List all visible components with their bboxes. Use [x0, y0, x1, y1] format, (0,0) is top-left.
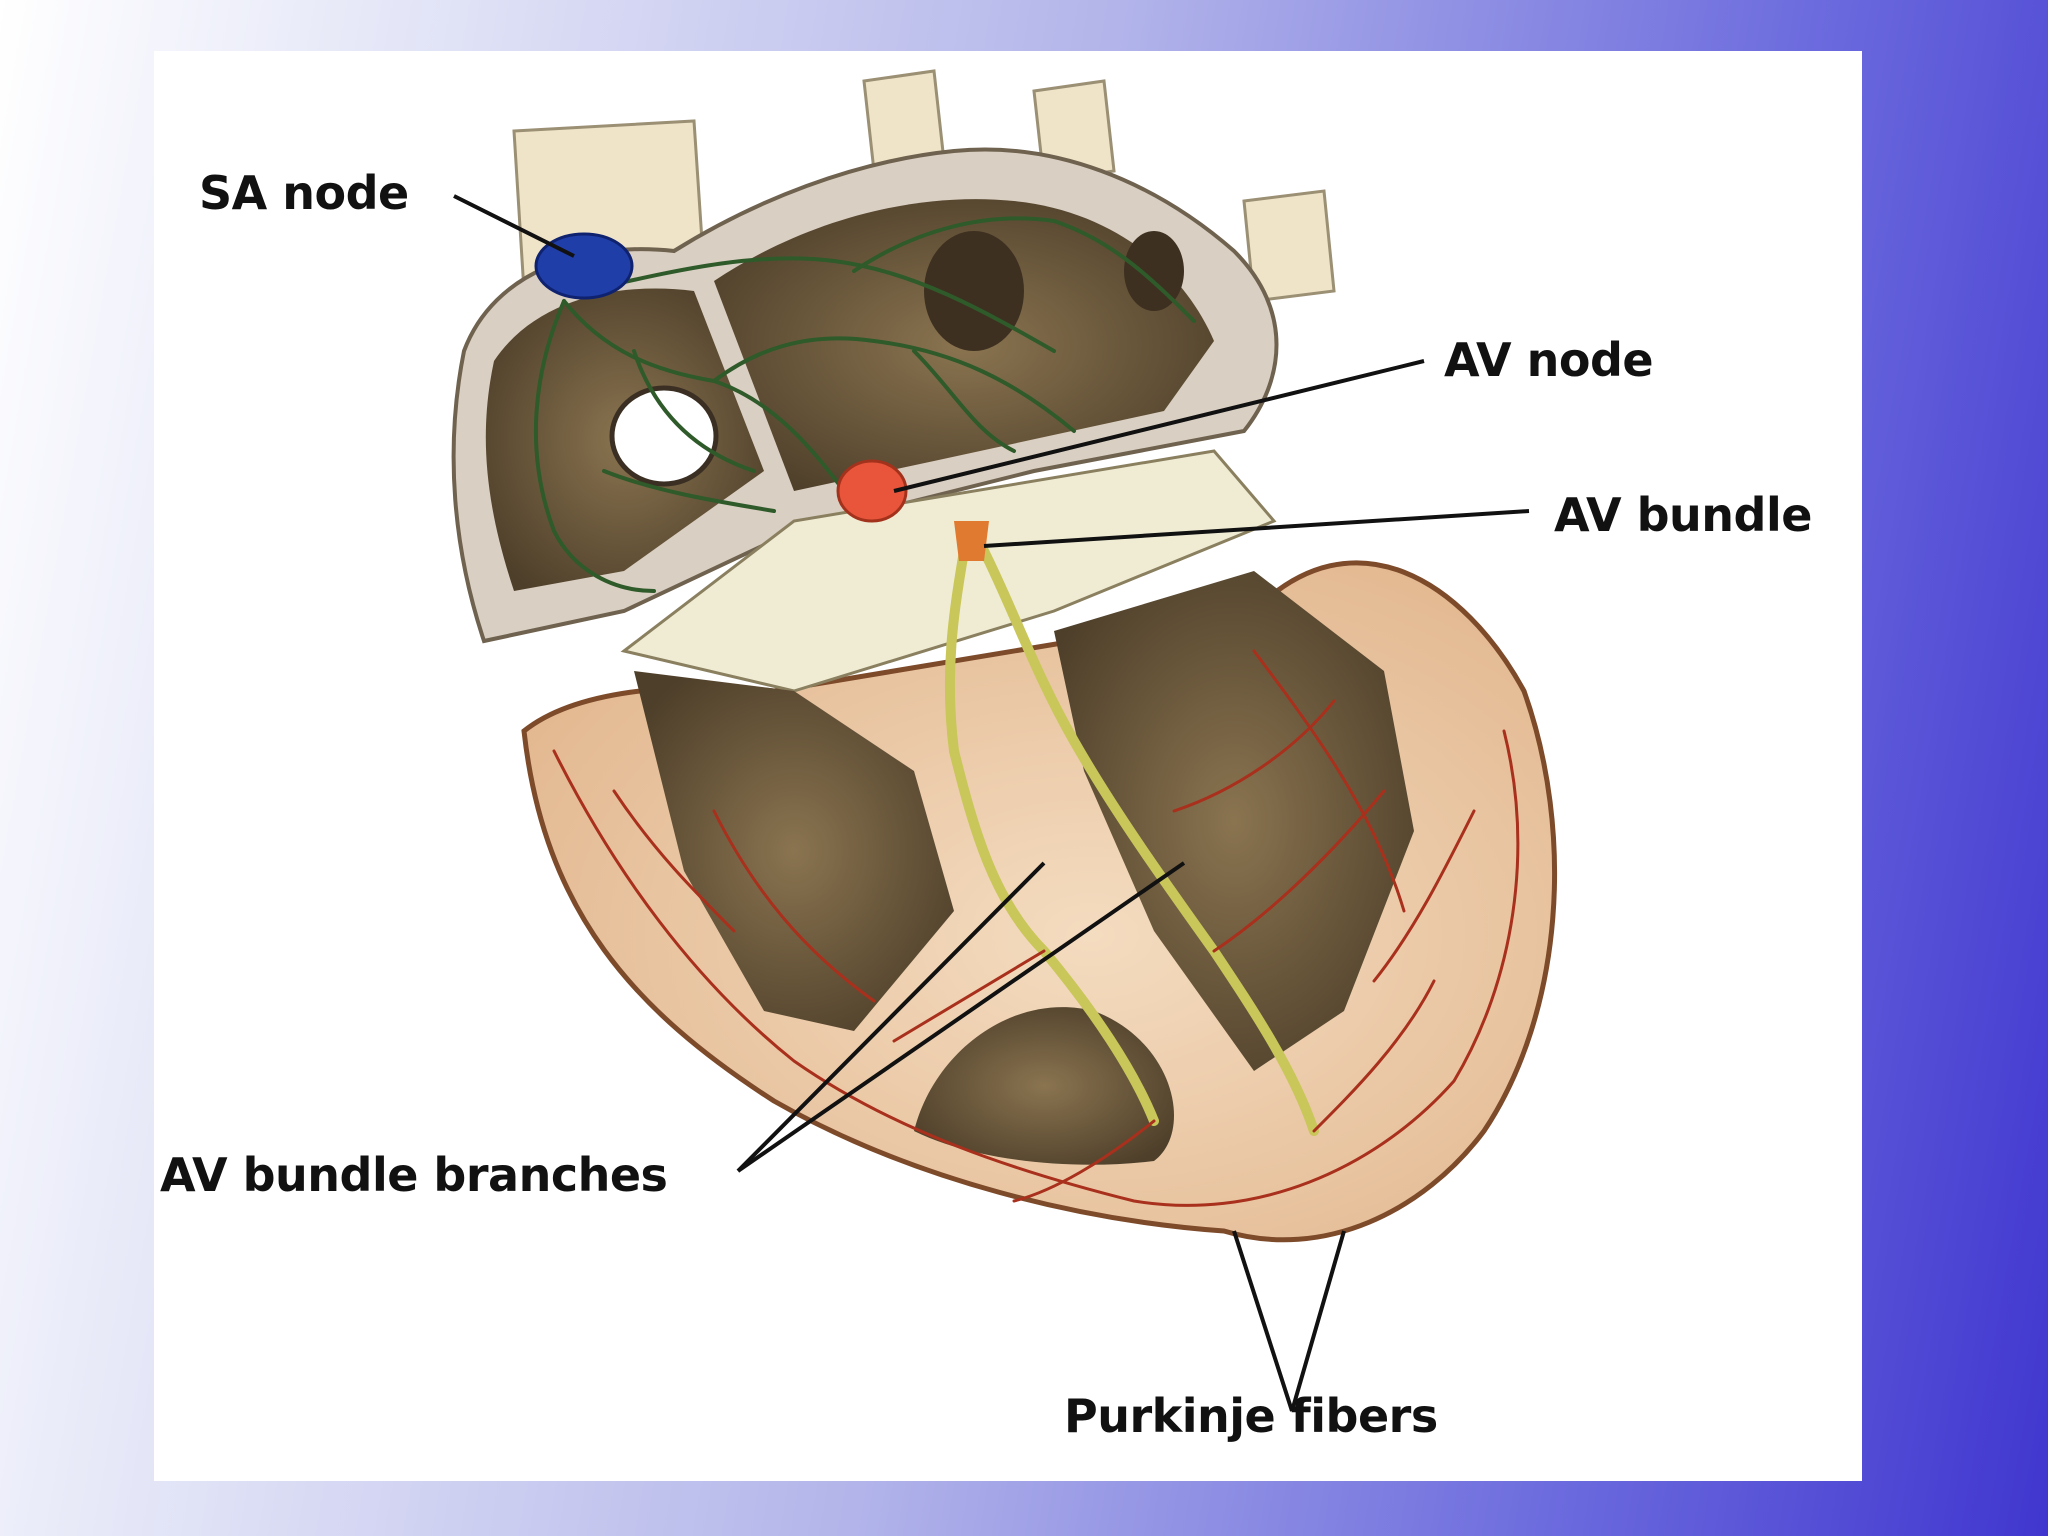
purkinje-network — [552, 649, 1520, 1207]
sa-node-label: SA node — [199, 166, 409, 220]
purkinje-fibers-label: Purkinje fibers — [1064, 1389, 1438, 1443]
vena-cava-opening — [609, 385, 719, 487]
diagram-panel: SA node AV node AV bundle AV bundle bran… — [154, 51, 1862, 1481]
av-bundle — [954, 521, 989, 561]
av-bundle-branches-label: AV bundle branches — [160, 1148, 668, 1202]
av-node-label: AV node — [1444, 333, 1654, 387]
av-bundle-label: AV bundle — [1554, 488, 1812, 542]
heart-conduction-illustration — [451, 69, 1558, 1412]
leader-lines — [453, 194, 1530, 1412]
av-node — [836, 459, 908, 523]
bundle-branches — [944, 546, 1319, 1136]
atrial-conduction-fibers — [533, 216, 1196, 593]
